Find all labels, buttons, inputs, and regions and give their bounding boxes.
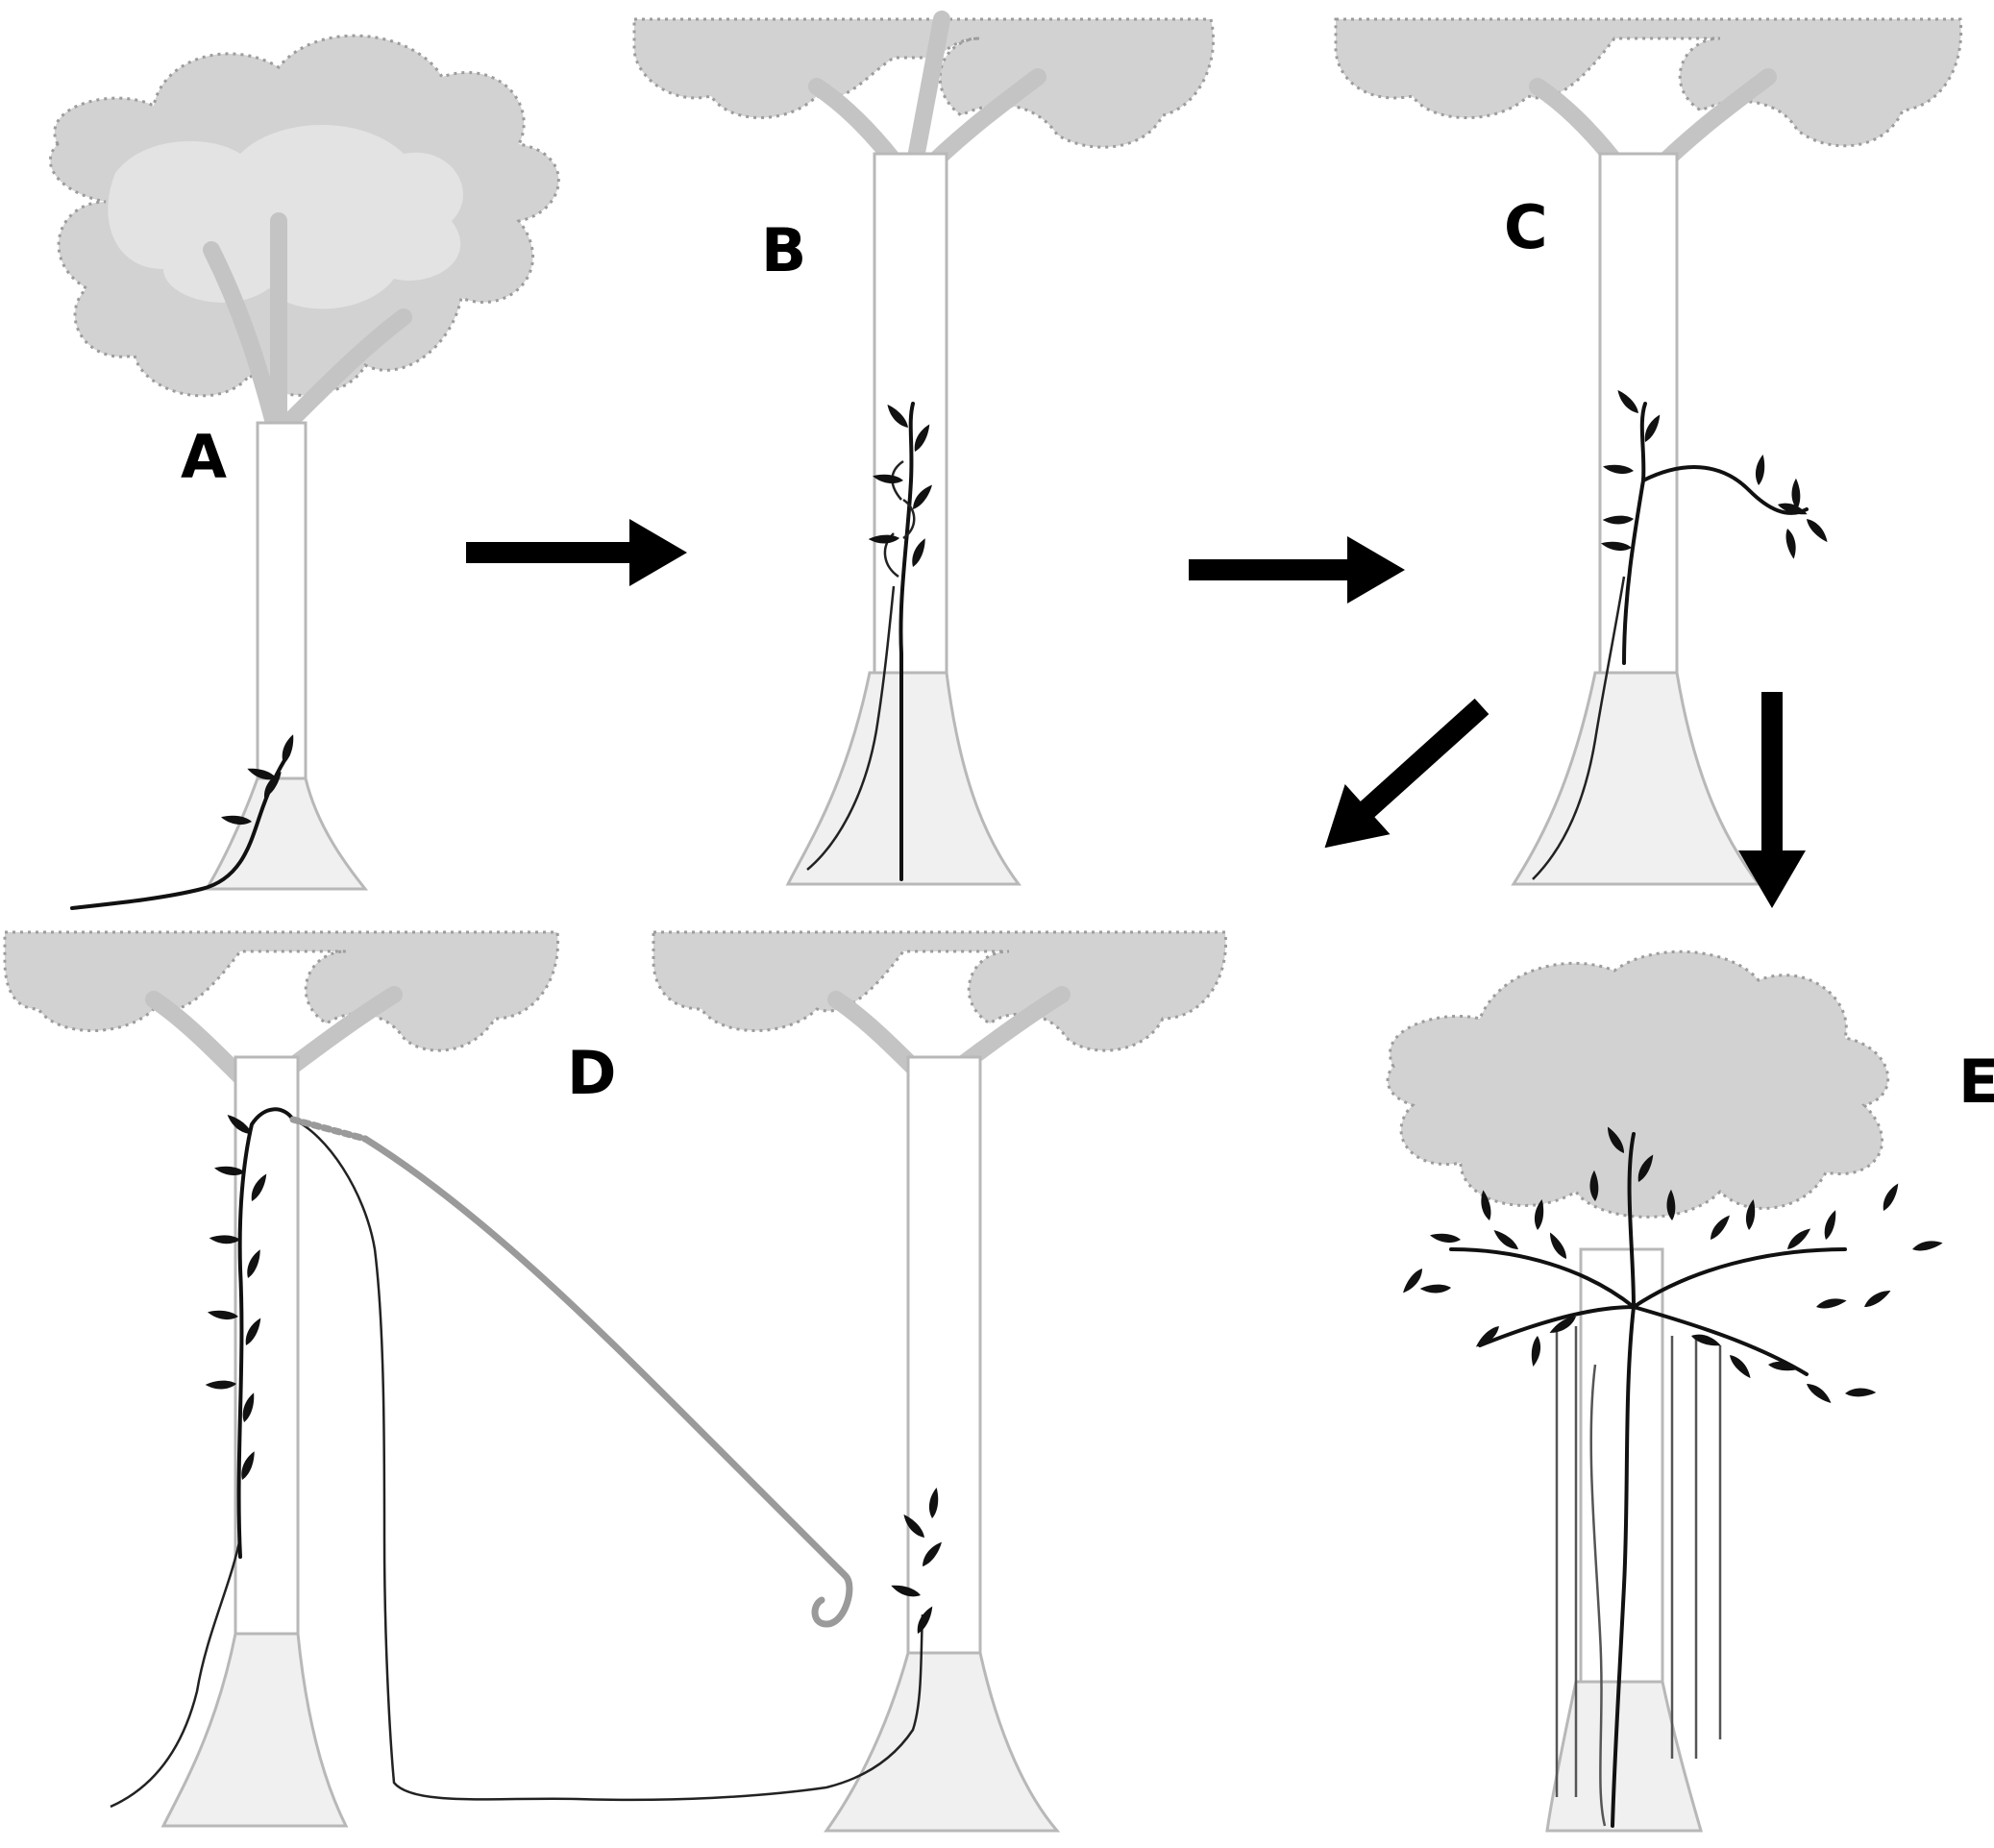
panel-c-vine-with-lateral-branch bbox=[1532, 385, 1829, 880]
panel-d-left-host-tree bbox=[3, 930, 560, 1828]
panel-e: E bbox=[1386, 949, 1994, 1833]
arrow-c-to-d bbox=[1324, 698, 1489, 849]
panel-d-right-host-tree bbox=[652, 930, 1228, 1833]
panel-b-host-tree bbox=[632, 11, 1216, 886]
panel-e-strangler-roots bbox=[1555, 1305, 1722, 1828]
arrow-c-to-e bbox=[1738, 692, 1806, 908]
panel-b: B bbox=[632, 11, 1216, 886]
panel-label-a: A bbox=[181, 422, 227, 492]
panel-d: D bbox=[3, 930, 1228, 1833]
panel-label-e: E bbox=[1958, 1047, 1994, 1117]
panel-label-d: D bbox=[567, 1038, 616, 1108]
panel-label-c: C bbox=[1504, 192, 1548, 262]
panel-d-aerial-shoot bbox=[289, 1116, 853, 1628]
arrow-b-to-c bbox=[1189, 536, 1405, 604]
panel-a-host-tree bbox=[48, 34, 560, 891]
panel-d-climbing-vine bbox=[110, 1107, 295, 1809]
panel-b-climbing-vine bbox=[806, 400, 939, 881]
panel-a-vine-seedling bbox=[70, 733, 303, 910]
panel-d-descending-stem bbox=[292, 1118, 948, 1802]
panel-label-b: B bbox=[761, 215, 806, 285]
arrow-a-to-b bbox=[466, 519, 687, 586]
panel-e-strangler-crown bbox=[1396, 1124, 1943, 1410]
panel-a: A bbox=[48, 34, 560, 910]
